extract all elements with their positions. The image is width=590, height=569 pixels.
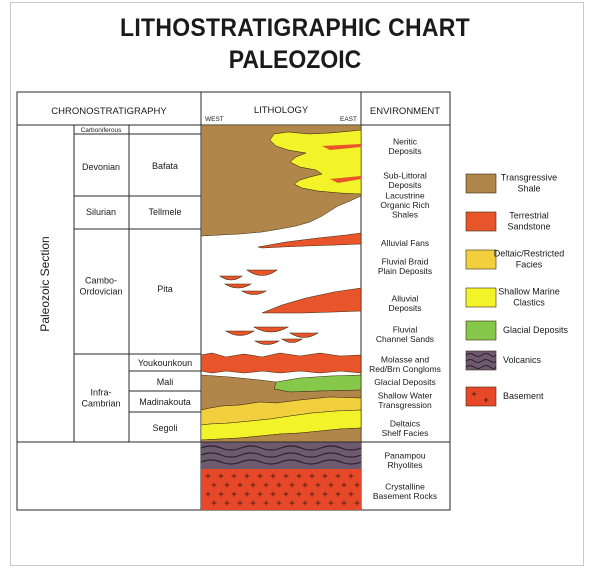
environment-alluvial-fans: Alluvial Fans xyxy=(381,238,429,248)
environment-sub-littoral: Sub-Littoral xyxy=(383,170,427,180)
legend-label-shallow-marine: Shallow Marine xyxy=(498,287,560,297)
period-devonian: Devonian xyxy=(82,162,120,172)
legend-label-terrestrial-sandstone: Sandstone xyxy=(507,222,550,232)
legend-label-shallow-marine: Clastics xyxy=(513,298,545,308)
header-east: EAST xyxy=(340,116,357,123)
environment-neritic: Neritic xyxy=(393,136,418,146)
formation-bafata: Bafata xyxy=(152,161,178,171)
legend-swatch-glacial-deposits xyxy=(466,321,496,340)
period-cambo-ordovician-line: Ordovician xyxy=(79,287,122,297)
period-labels: Carboniferous Devonian Silurian xyxy=(81,127,123,217)
sandstone-bed-braid-plain xyxy=(262,288,361,313)
environment-basement-rocks: Basement Rocks xyxy=(373,491,437,501)
legend-label-deltaic-facies: Facies xyxy=(516,260,543,270)
environment-sub-littoral: Deposits xyxy=(388,180,421,190)
lens-6 xyxy=(254,327,288,332)
header-environment: ENVIRONMENT xyxy=(370,106,440,117)
lens-2 xyxy=(247,270,277,276)
legend-swatch-basement xyxy=(466,387,496,406)
legend-swatch-terrestrial-sandstone xyxy=(466,212,496,231)
environment-fluvial-channel: Fluvial xyxy=(393,324,418,334)
formation-youkounkoun: Youkounkoun xyxy=(138,358,192,368)
glacial-band xyxy=(274,375,361,392)
legend-label-transgressive-shale: Transgressive xyxy=(501,173,557,183)
legend-label-transgressive-shale: Shale xyxy=(517,184,540,194)
formation-pita: Pita xyxy=(157,284,173,294)
legend-label-basement: Basement xyxy=(503,391,544,401)
environment-fluvial-channel: Channel Sands xyxy=(376,334,434,344)
environment-labels: NeriticDepositsSub-LittoralDepositsLacus… xyxy=(369,136,441,501)
legend-label-volcanics: Volcanics xyxy=(503,355,542,365)
environment-lacustrine: Organic Rich xyxy=(380,200,429,210)
environment-basement-rocks: Crystalline xyxy=(385,481,425,491)
lens-9 xyxy=(255,341,279,345)
environment-shallow-water: Shallow Water xyxy=(378,390,433,400)
legend-swatch-transgressive-shale xyxy=(466,174,496,193)
legend-label-glacial-deposits: Glacial Deposits xyxy=(503,325,569,335)
sandstone-bed-alluvial-fans xyxy=(258,233,361,248)
lens-3 xyxy=(225,284,251,288)
header-lithology: LITHOLOGY xyxy=(254,105,309,116)
header-chronostratigraphy: CHRONOSTRATIGRAPHY xyxy=(51,106,167,117)
lithology-column xyxy=(201,125,361,510)
legend-swatch-deltaic-facies xyxy=(466,250,496,269)
formation-madinakouta: Madinakouta xyxy=(139,397,191,407)
environment-shallow-water: Transgression xyxy=(378,400,432,410)
molasse-band xyxy=(201,353,361,373)
formation-tellmele: Tellmele xyxy=(148,207,181,217)
lens-4 xyxy=(242,291,266,295)
environment-neritic: Deposits xyxy=(388,146,421,156)
period-infra-cambrian-line: Cambrian xyxy=(81,399,120,409)
lens-1 xyxy=(220,276,242,280)
section-label: Paleozoic Section xyxy=(38,236,52,331)
period-cambo-ordovician-line: Cambo- xyxy=(85,276,117,286)
formation-labels: Bafata Tellmele Pita Youkounkoun Mali Ma… xyxy=(138,161,192,433)
lens-7 xyxy=(290,333,318,338)
environment-alluvial-deposits: Deposits xyxy=(388,303,421,313)
basement-band xyxy=(201,469,361,510)
environment-molasse: Red/Brn Congloms xyxy=(369,364,441,374)
environment-fluvial-braid: Fluvial Braid xyxy=(382,256,429,266)
formation-segoli: Segoli xyxy=(152,423,177,433)
environment-panampou: Rhyolites xyxy=(388,460,423,470)
environment-alluvial-deposits: Alluvial xyxy=(392,293,419,303)
legend-label-terrestrial-sandstone: Terrestrial xyxy=(509,211,549,221)
period-silurian: Silurian xyxy=(86,207,116,217)
period-infra-cambrian-line: Infra- xyxy=(90,388,111,398)
legend-swatch-shallow-marine xyxy=(466,288,496,307)
environment-lacustrine: Lacustrine xyxy=(385,191,424,201)
environment-glacial: Glacial Deposits xyxy=(374,377,435,387)
environment-deltaics: Deltaics xyxy=(390,418,420,428)
header-west: WEST xyxy=(205,116,224,123)
environment-panampou: Panampou xyxy=(384,450,425,460)
environment-deltaics: Shelf Facies xyxy=(382,428,429,438)
legend: TransgressiveShaleTerrestrialSandstoneDe… xyxy=(466,173,569,407)
environment-molasse: Molasse and xyxy=(381,354,429,364)
environment-lacustrine: Shales xyxy=(392,210,418,220)
period-carboniferous: Carboniferous xyxy=(81,127,123,134)
lens-8 xyxy=(282,339,302,343)
formation-mali: Mali xyxy=(157,377,174,387)
legend-label-deltaic-facies: Deltaic/Restricted xyxy=(494,249,565,259)
environment-fluvial-braid: Plain Deposits xyxy=(378,266,432,276)
lens-5 xyxy=(226,331,254,336)
